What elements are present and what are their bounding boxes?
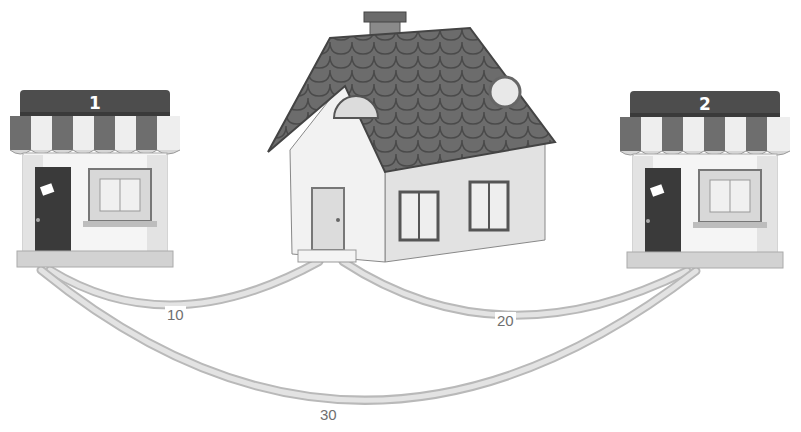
shop-number: 2 [615,91,795,117]
distance-label: 30 [318,406,339,423]
shop-node: 1 [5,85,185,270]
road-path [343,262,687,316]
distance-label: 20 [495,312,516,329]
road-path [50,262,319,305]
shop-figure [620,91,790,268]
shop-node: 2 [615,86,795,271]
distance-label: 10 [165,306,186,323]
house-node [262,10,562,272]
shop-figure [10,90,180,267]
road-path [41,270,696,400]
shop-number: 1 [5,90,185,116]
house-figure [268,12,555,262]
